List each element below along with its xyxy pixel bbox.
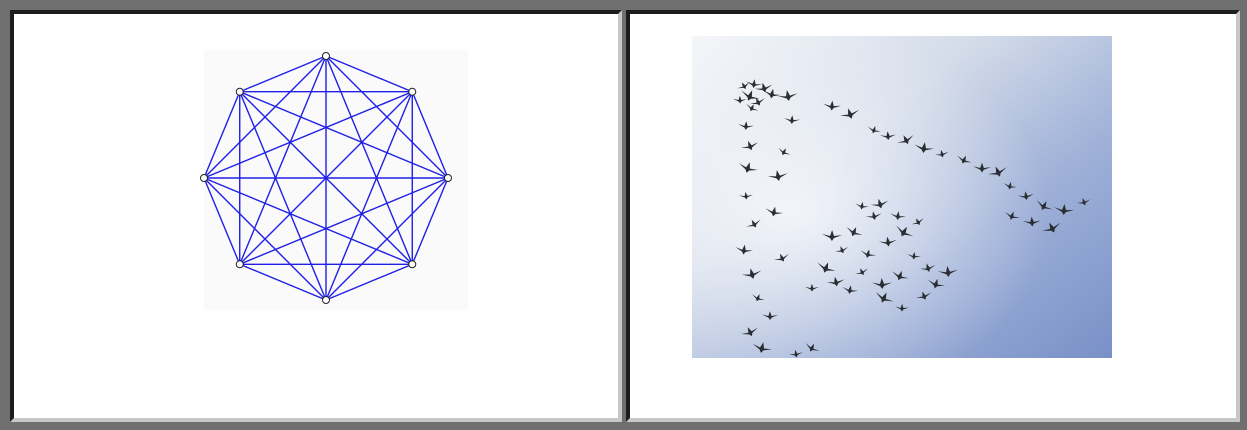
- graph-edge: [204, 92, 412, 178]
- left-panel: [10, 10, 622, 422]
- graph-node: [409, 261, 416, 268]
- graph-node: [323, 53, 330, 60]
- graph-edge: [240, 92, 326, 300]
- bird-flock-photo: [692, 36, 1112, 358]
- graph-node: [201, 175, 208, 182]
- complete-graph-figure: [14, 14, 618, 418]
- graph-node: [236, 261, 243, 268]
- graph-node: [323, 297, 330, 304]
- graph-node: [409, 88, 416, 95]
- graph-edge: [204, 178, 412, 264]
- right-panel: [626, 10, 1240, 422]
- graph-edge: [240, 56, 326, 264]
- graph-edge: [240, 178, 448, 264]
- graph-edge: [326, 92, 412, 300]
- graph-node: [445, 175, 452, 182]
- graph-edge: [326, 56, 412, 264]
- graph-node: [236, 88, 243, 95]
- graph-edge: [240, 92, 448, 178]
